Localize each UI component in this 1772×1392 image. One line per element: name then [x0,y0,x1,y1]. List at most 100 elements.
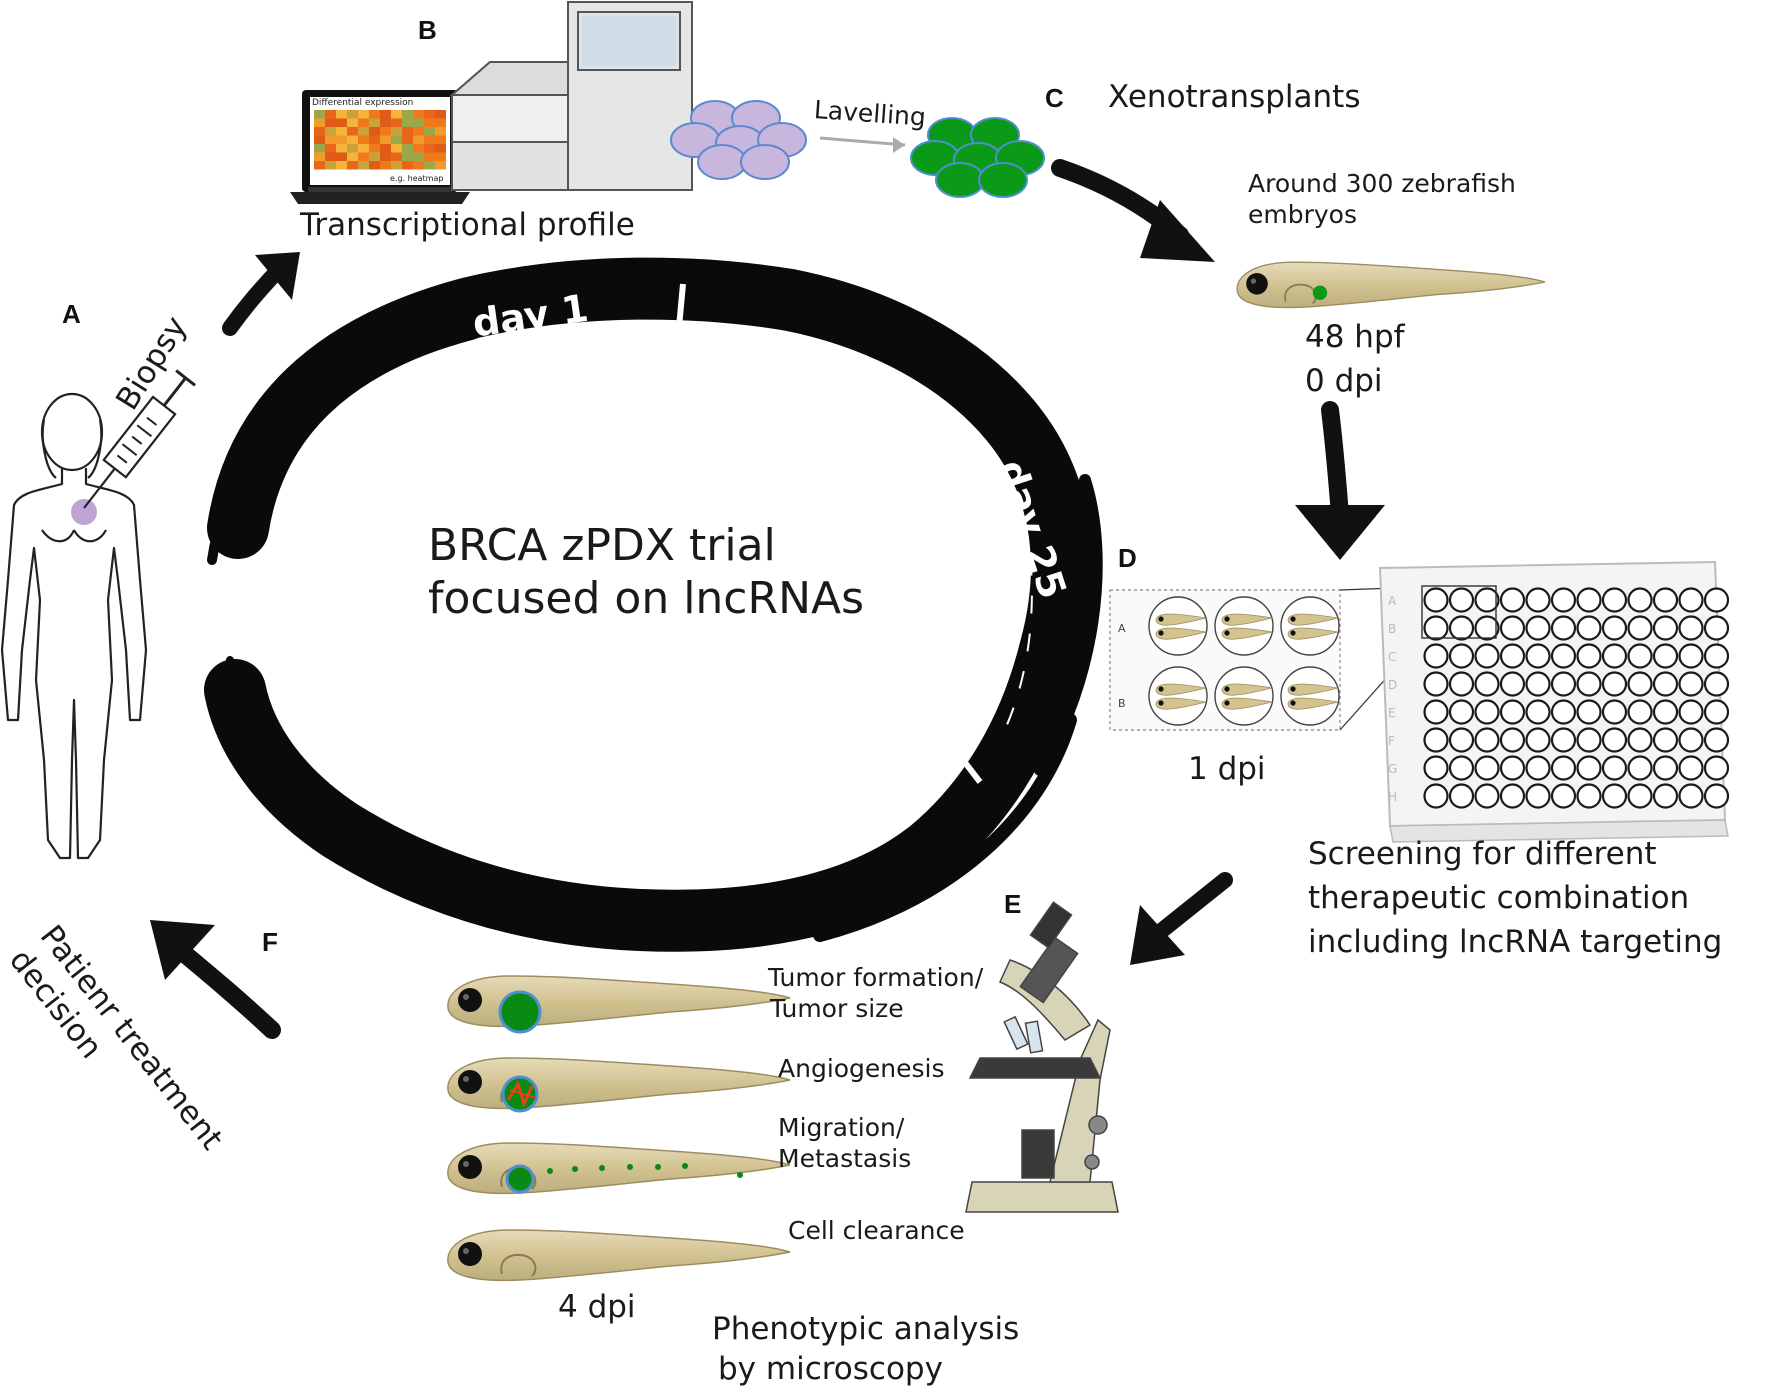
zoom-well [1214,596,1274,656]
dpi0-label: 0 dpi [1305,363,1383,399]
plate-well [1601,643,1628,669]
plate-well [1525,783,1551,809]
plate-well [1448,587,1475,613]
plate-row-label: G [1388,762,1397,776]
plate-well [1525,615,1551,641]
lavelling-arrow [819,136,906,153]
plate-well [1703,643,1730,669]
heatmap-caption: e.g. heatmap [390,174,444,183]
unlabelled-cells [670,100,807,180]
hpf-label: 48 hpf [1305,319,1405,355]
heatmap-cell [314,161,325,170]
plate-well [1525,587,1551,613]
heatmap-cell [325,135,336,144]
heatmap-cell [413,161,424,170]
heatmap-cell [424,110,435,119]
panel-label-b: B [418,15,437,45]
plate-well [1703,671,1730,697]
phenotype-fish-migration [446,1142,791,1195]
heatmap-cell [314,127,325,136]
heatmap-cell [380,161,391,170]
plate-well [1652,643,1679,669]
plate-well [1576,783,1602,809]
plate-well [1550,755,1577,781]
zoom-well [1280,666,1340,726]
plate-well [1550,699,1577,725]
plate-well [1652,727,1679,753]
plate-well [1652,783,1679,809]
heatmap-cell [347,118,358,127]
heatmap-cell [424,135,435,144]
syringe-icon [83,369,196,509]
heatmap-cell [325,118,336,127]
heatmap-cell [424,118,435,127]
phenotypic-analysis-label: Phenotypic analysis by microscopy [712,1310,1019,1389]
plate-well [1601,671,1628,697]
plate-well [1499,643,1526,669]
plate-well [1474,671,1500,697]
plate-well [1550,587,1577,613]
plate-well [1678,755,1704,781]
plate-well [1499,699,1526,725]
heatmap-title: Differential expression [312,98,414,108]
heatmap-cell [314,110,325,119]
plate-well [1678,587,1704,613]
plate-well [1499,727,1526,753]
plate-well [1423,755,1449,781]
heatmap-cell [413,144,424,153]
heatmap-cell [358,144,369,153]
heatmap-cell [380,110,391,119]
plate-well [1652,699,1679,725]
heatmap-cell [336,144,347,153]
heatmap-cell [358,152,369,161]
heatmap-cell [325,144,336,153]
plate-well [1678,783,1704,809]
phenotype-tumor-label: Tumor formation/ Tumor size [768,962,983,1025]
plate-well [1499,587,1526,613]
phenotype-tumor-line2: Tumor size [770,994,904,1024]
xenotransplanted-embryo [1236,261,1546,309]
heatmap-cell [413,127,424,136]
plate-well [1423,615,1449,641]
plate-well [1678,643,1704,669]
plate-well [1448,699,1475,725]
embryos-label-line1: Around 300 zebrafish [1248,169,1516,198]
panel-label-a: A [62,299,81,329]
plate-well [1601,587,1628,613]
heatmap-cell [435,152,446,161]
heatmap-cell [391,110,402,119]
heatmap-cell [336,161,347,170]
heatmap-cell [402,152,413,161]
heatmap-cell [424,152,435,161]
plate-well [1448,755,1475,781]
plate-well [1627,587,1653,613]
heatmap-cell [336,152,347,161]
screening-label-line2: therapeutic combination [1308,880,1690,917]
plate-well [1550,615,1577,641]
plate-well [1601,755,1628,781]
plate-well [1627,699,1653,725]
xenotransplants-label: Xenotransplants [1108,79,1361,115]
heatmap-cell [336,135,347,144]
timeline-ring [204,257,1103,952]
sequencer-icon [449,1,693,191]
embryos-label-line2: embryos [1248,200,1357,230]
panel-label-c: C [1045,83,1064,113]
plate-well [1448,615,1475,641]
heatmap-cell [347,152,358,161]
plate-row-label: E [1388,706,1396,720]
plate-well [1474,643,1500,669]
plate-well [1474,755,1500,781]
plate-well [1652,755,1679,781]
heatmap-cell [435,161,446,170]
center-title-line1: BRCA zPDX trial [428,520,776,571]
heatmap-cell [358,110,369,119]
arrow-biopsy-to-profile [222,252,300,336]
zoom-row-label: B [1118,697,1126,710]
heatmap-cell [336,127,347,136]
phenotype-fish-clearance [446,1229,791,1282]
plate-well [1678,699,1704,725]
heatmap-cell [435,127,446,136]
heatmap-cell [369,118,380,127]
plate-well [1652,671,1679,697]
